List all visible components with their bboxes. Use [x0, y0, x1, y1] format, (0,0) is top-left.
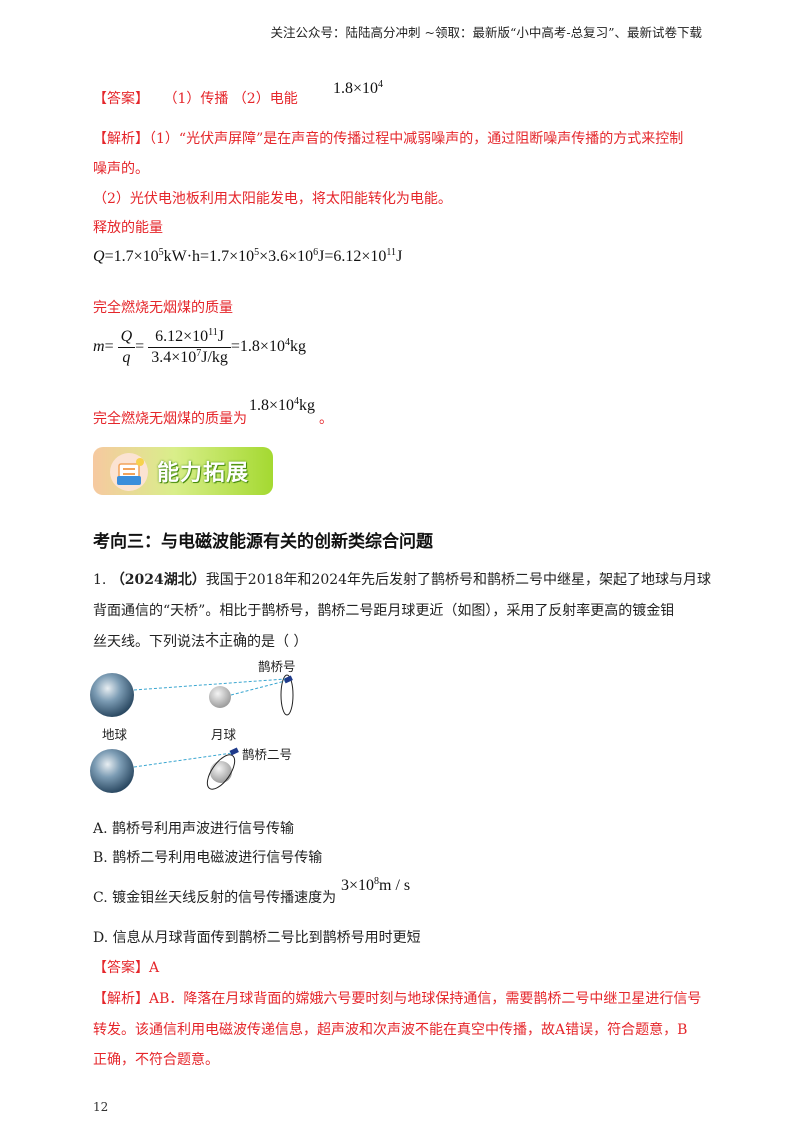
line6-unit: kg [299, 397, 316, 414]
line6-val: 1.8×10 [249, 397, 295, 414]
question-text-3a: 丝天线。下列说法 [93, 634, 205, 650]
analysis-line-3: （2）光伏电池板利用太阳能发电，将太阳能转化为电能。 [93, 191, 452, 207]
analysis-line-5: 完全燃烧无烟煤的质量 [93, 300, 233, 316]
label-moon: 月球 [211, 727, 237, 742]
queqiao2-satellite [229, 747, 239, 756]
page-header: 关注公众号：陆陆高分冲刺 ~领取：最新版“小中高考-总复习”、最新试卷下载 [270, 25, 702, 40]
option-b: B. 鹊桥二号利用电磁波进行信号传输 [93, 850, 323, 866]
label-queqiao2: 鹊桥二号 [242, 747, 293, 762]
eq2-num-exp: 11 [208, 327, 218, 338]
eq1-d-exp: 11 [386, 247, 397, 258]
question-line-3: 丝天线。下列说法不正确的是（ ） [93, 628, 307, 656]
analysis-text-1: （1）“光伏声屏障”是在声音的传播过程中减弱噪声的，通过阻断噪声传播的方式来控制 [149, 131, 684, 147]
option-d: D. 信息从月球背面传到鹊桥二号比到鹊桥号用时更短 [93, 930, 421, 946]
eq1-a-exp: 5 [158, 247, 164, 258]
ability-expansion-banner: 能力拓展 [93, 447, 273, 495]
queqiao-satellite [283, 675, 293, 684]
eq1-q: Q [93, 248, 105, 265]
answer-parts: （1）传播 （2）电能 [163, 91, 298, 107]
eq2-q: q [122, 349, 131, 366]
emphasis-char-3: 确 [233, 634, 247, 650]
eq2-den-unit: J/kg [201, 349, 228, 366]
eq1-b-exp: 5 [254, 247, 260, 258]
option-c-unit: m / s [379, 877, 411, 894]
eq1-c: ×3.6×10 [259, 248, 314, 265]
answer-value: 1.8×104 [333, 80, 383, 98]
eq2-res: =1.8×10 [230, 338, 285, 356]
analysis-text-6: 完全燃烧无烟煤的质量为 [93, 411, 247, 427]
queqiao-orbit [280, 674, 294, 716]
option-c-text: C. 镀金钼丝天线反射的信号传播速度为 [93, 890, 337, 906]
eq2-Q: Q [120, 328, 133, 345]
answer-tag: 【答案】 [93, 91, 149, 107]
line6-exp: 4 [294, 396, 300, 407]
label-earth: 地球 [102, 727, 128, 742]
eq2-num-unit: J [217, 328, 224, 345]
answer-value-base: 1.8×10 [333, 80, 379, 97]
relay-satellite-diagram [90, 673, 294, 793]
fraction-Q-over-q: Q q [117, 327, 136, 368]
eq2-res-exp: 4 [284, 337, 290, 349]
eq2-eq: = [104, 338, 114, 356]
question-line-1: 1. （2024湖北）我国于2018年和2024年先后发射了鹊桥号和鹊桥二号中继… [93, 566, 711, 594]
analysis-line-2: 噪声的。 [93, 161, 149, 177]
page-number: 12 [93, 1100, 109, 1114]
analysis2-line-2: 转发。该通信利用电磁波传递信息，超声波和次声波不能在真空中传播，故A错误，符合题… [93, 1022, 688, 1038]
notebook-icon [110, 453, 148, 491]
mass-equation: m= Q q = 6.12×1011J 3.4×107J/kg =1.8×104… [93, 327, 306, 368]
fraction-values: 6.12×1011J 3.4×107J/kg [148, 327, 231, 368]
eq1-e: J [396, 248, 403, 265]
earth-bottom [90, 749, 134, 793]
banner-title: 能力拓展 [157, 461, 250, 486]
option-c-base: 3×10 [341, 877, 375, 894]
question-text-3b: 的是（ ） [247, 634, 308, 650]
option-c-exp: 8 [374, 876, 380, 887]
analysis-line-4: 释放的能量 [93, 220, 163, 236]
analysis-tag: 【解析】 [93, 131, 149, 147]
answer-value-exp: 4 [378, 79, 384, 90]
eq2-eq-2: = [135, 338, 145, 356]
option-a: A. 鹊桥号利用声波进行信号传输 [93, 821, 295, 837]
option-c-value: 3×108m / s [341, 877, 410, 895]
earth-top [90, 673, 134, 717]
answer-2: 【答案】A [93, 954, 159, 982]
eq1-b: kW·h=1.7×10 [163, 248, 255, 265]
emphasis-char-2: 正 [219, 634, 233, 650]
answer2-value: A [149, 960, 160, 976]
eq1-d: J=6.12×10 [318, 248, 387, 265]
analysis2-text-1: AB．降落在月球背面的嫦娥六号要时刻与地球保持通信，需要鹊桥二号中继卫星进行信号 [149, 991, 702, 1007]
eq2-num: 6.12×10 [155, 328, 209, 345]
question-text-1: 我国于2018年和2024年先后发射了鹊桥号和鹊桥二号中继星，架起了地球与月球 [205, 572, 712, 588]
eq2-den: 3.4×10 [151, 349, 197, 366]
analysis-line-6-value: 1.8×104kg [249, 397, 315, 415]
section-title: 考向三：与电磁波能源有关的创新类综合问题 [93, 532, 433, 552]
analysis-line-1: 【解析】（1）“光伏声屏障”是在声音的传播过程中减弱噪声的，通过阻断噪声传播的方… [93, 125, 683, 153]
answer-line: 【答案】 （1）传播 （2）电能 [93, 85, 298, 113]
question-source: （2024湖北） [110, 572, 206, 588]
label-queqiao: 鹊桥号 [258, 659, 296, 674]
eq1-c-exp: 6 [313, 247, 319, 258]
eq2-den-exp: 7 [196, 348, 202, 359]
queqiao2-orbit [206, 754, 236, 790]
answer2-tag: 【答案】 [93, 960, 149, 976]
question-line-2: 背面通信的“天桥”。相比于鹊桥号，鹊桥二号距月球更近（如图），采用了反射率更高的… [93, 603, 675, 619]
option-c: C. 镀金钼丝天线反射的信号传播速度为 [93, 884, 336, 912]
analysis2-line-1: 【解析】AB．降落在月球背面的嫦娥六号要时刻与地球保持通信，需要鹊桥二号中继卫星… [93, 985, 701, 1013]
analysis2-line-3: 正确，不符合题意。 [93, 1052, 219, 1068]
moon-top [209, 686, 231, 708]
energy-equation: Q=1.7×105kW·h=1.7×105×3.6×106J=6.12×1011… [93, 248, 402, 266]
eq2-m: m [93, 338, 105, 356]
analysis-line-6: 完全燃烧无烟煤的质量为 [93, 405, 247, 433]
moon-bottom [210, 761, 232, 783]
eq1-a: =1.7×10 [104, 248, 159, 265]
question-number: 1. [93, 572, 107, 588]
analysis2-tag: 【解析】 [93, 991, 149, 1007]
analysis-line-6-end: 。 [319, 411, 333, 427]
eq2-res-unit: kg [289, 338, 306, 356]
emphasis-char-1: 不 [205, 634, 219, 650]
